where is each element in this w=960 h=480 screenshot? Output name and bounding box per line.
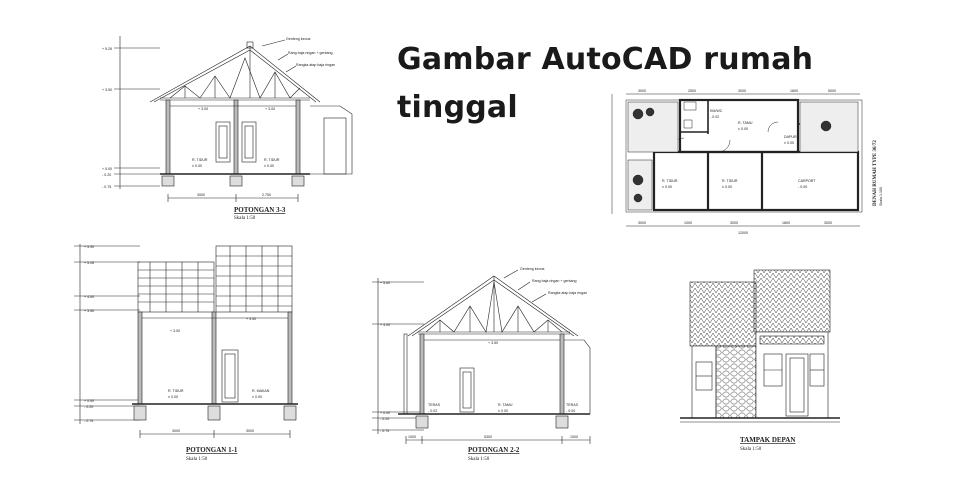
dimension-label: 3000 bbox=[738, 89, 746, 93]
callout-label: Rang baja ringan + gentang bbox=[532, 279, 576, 283]
dimension-label: 2.750 bbox=[262, 193, 271, 197]
room-elevation: ± 0.00 bbox=[784, 141, 794, 145]
room-elevation: - 0.02 bbox=[428, 409, 437, 413]
drawing-caption: POTONGAN 1-1 bbox=[186, 446, 238, 454]
room-elevation: ± 0.00 bbox=[168, 395, 178, 399]
callout-label: Genteng keous bbox=[520, 267, 545, 271]
level-label: + 5.26 bbox=[84, 261, 94, 265]
dimension-label: 3000 bbox=[197, 193, 205, 197]
room-elevation: ± 0.00 bbox=[722, 185, 732, 189]
drawing-scale: Skala 1:50 bbox=[468, 457, 490, 462]
dimension-label: 1800 bbox=[790, 89, 798, 93]
title-line-1: Gambar AutoCAD rumah bbox=[397, 42, 814, 77]
level-label: - 0.75 bbox=[102, 185, 111, 189]
dimension-label: 5000 bbox=[828, 89, 836, 93]
level-label: + 4.00 bbox=[84, 295, 94, 299]
dimension-label: 5300 bbox=[484, 435, 492, 439]
level-label: + 3.50 bbox=[102, 88, 112, 92]
drawing-caption: DENAH RUMAH TYPE 36/72 bbox=[873, 140, 878, 206]
potongan-3-3-drawing: + 5.26 + 3.50 + 0.00 - 0.20 - 0.75 Gente… bbox=[100, 14, 382, 226]
level-label: + 3.50 bbox=[84, 309, 94, 313]
dimension-label: 1000 bbox=[684, 221, 692, 225]
room-elevation: ± 0.00 bbox=[738, 127, 748, 131]
level-label: - 0.20 bbox=[380, 417, 389, 421]
callout-label: Rangka atap baja ringan bbox=[548, 291, 587, 295]
dimension-label: 3000 bbox=[730, 221, 738, 225]
callout-label: Rang baja ringan + gentang bbox=[288, 51, 332, 55]
room-label: R. TIDUR bbox=[264, 158, 280, 162]
dimension-label: 3000 bbox=[638, 221, 646, 225]
denah-floor-plan: R. TIDUR ± 0.00 R. TIDUR ± 0.00 CARPORT … bbox=[598, 74, 888, 236]
room-label: TERAS bbox=[428, 403, 441, 407]
level-label: - 0.20 bbox=[102, 173, 111, 177]
potongan-2-2-drawing: + 5.60 + 4.00 + 0.00 - 0.20 - 0.75 Gente… bbox=[334, 262, 634, 472]
callout-label: Genteng keous bbox=[286, 37, 311, 41]
room-label: R. TAMU bbox=[498, 403, 513, 407]
room-label: CARPORT bbox=[798, 179, 816, 183]
room-label: R. TIDUR bbox=[722, 179, 738, 183]
room-label: R. MAKAN bbox=[252, 389, 270, 393]
drawing-caption: POTONGAN 2-2 bbox=[468, 446, 520, 454]
tampak-depan-elevation: TAMPAK DEPAN Skala 1:50 bbox=[650, 258, 910, 462]
room-elevation: - 0.00 bbox=[566, 409, 575, 413]
room-label: TERAS bbox=[566, 403, 579, 407]
drawing-scale: Skala 1:50 bbox=[740, 447, 762, 452]
room-elevation: ± 0.00 bbox=[252, 395, 262, 399]
room-label: R. TAMU bbox=[738, 121, 753, 125]
ceiling-level: + 3.50 bbox=[488, 341, 498, 345]
level-label: - 0.75 bbox=[84, 419, 93, 423]
level-label: + 5.90 bbox=[84, 245, 94, 249]
room-label: R. TIDUR bbox=[168, 389, 184, 393]
room-label: DAPUR bbox=[784, 135, 797, 139]
callout-label: Rangka atap baja ringan bbox=[296, 63, 335, 67]
level-label: + 0.00 bbox=[380, 411, 390, 415]
drawing-caption: POTONGAN 3-3 bbox=[234, 206, 286, 214]
room-elevation: ± 0.00 bbox=[498, 409, 508, 413]
room-elevation: - 0.00 bbox=[798, 185, 807, 189]
level-label: - 0.20 bbox=[84, 405, 93, 409]
level-label: + 0.00 bbox=[84, 399, 94, 403]
room-label: KM/WC bbox=[710, 109, 723, 113]
dimension-label: 3000 bbox=[246, 429, 254, 433]
dimension-label: 1000 bbox=[408, 435, 416, 439]
level-label: + 5.60 bbox=[380, 281, 390, 285]
room-elevation: ± 0.00 bbox=[264, 164, 274, 168]
dimension-label: 2500 bbox=[688, 89, 696, 93]
ceiling-level: + 3.00 bbox=[265, 107, 275, 111]
drawing-scale: Skala 1:50 bbox=[186, 457, 208, 462]
dimension-label: 3000 bbox=[638, 89, 646, 93]
page-title: Gambar AutoCAD rumah tinggal bbox=[397, 36, 867, 132]
dimension-label: 1000 bbox=[570, 435, 578, 439]
dimension-label: 3000 bbox=[172, 429, 180, 433]
drawing-caption: TAMPAK DEPAN bbox=[740, 436, 795, 444]
room-label: R. TIDUR bbox=[662, 179, 678, 183]
dimension-label: 1800 bbox=[782, 221, 790, 225]
room-elevation: - 0.02 bbox=[710, 115, 719, 119]
ceiling-level: + 3.00 bbox=[198, 107, 208, 111]
ceiling-level: + 3.00 bbox=[170, 329, 180, 333]
level-label: + 4.00 bbox=[380, 323, 390, 327]
level-label: + 5.26 bbox=[102, 47, 112, 51]
title-line-2: tinggal bbox=[397, 90, 518, 125]
drawing-scale: Skala 1:50 bbox=[234, 216, 256, 221]
level-label: - 0.75 bbox=[380, 429, 389, 433]
dimension-label: 3000 bbox=[824, 221, 832, 225]
dimension-total: 12000 bbox=[738, 231, 748, 235]
room-elevation: ± 0.00 bbox=[662, 185, 672, 189]
room-label: R. TIDUR bbox=[192, 158, 208, 162]
potongan-1-1-drawing: + 5.90 + 5.26 + 4.00 + 3.50 + 0.00 - 0.2… bbox=[40, 224, 322, 472]
ceiling-level: + 3.50 bbox=[246, 317, 256, 321]
level-label: + 0.00 bbox=[102, 167, 112, 171]
room-elevation: ± 0.00 bbox=[192, 164, 202, 168]
drawing-scale: Skala 1:100 bbox=[879, 187, 883, 206]
